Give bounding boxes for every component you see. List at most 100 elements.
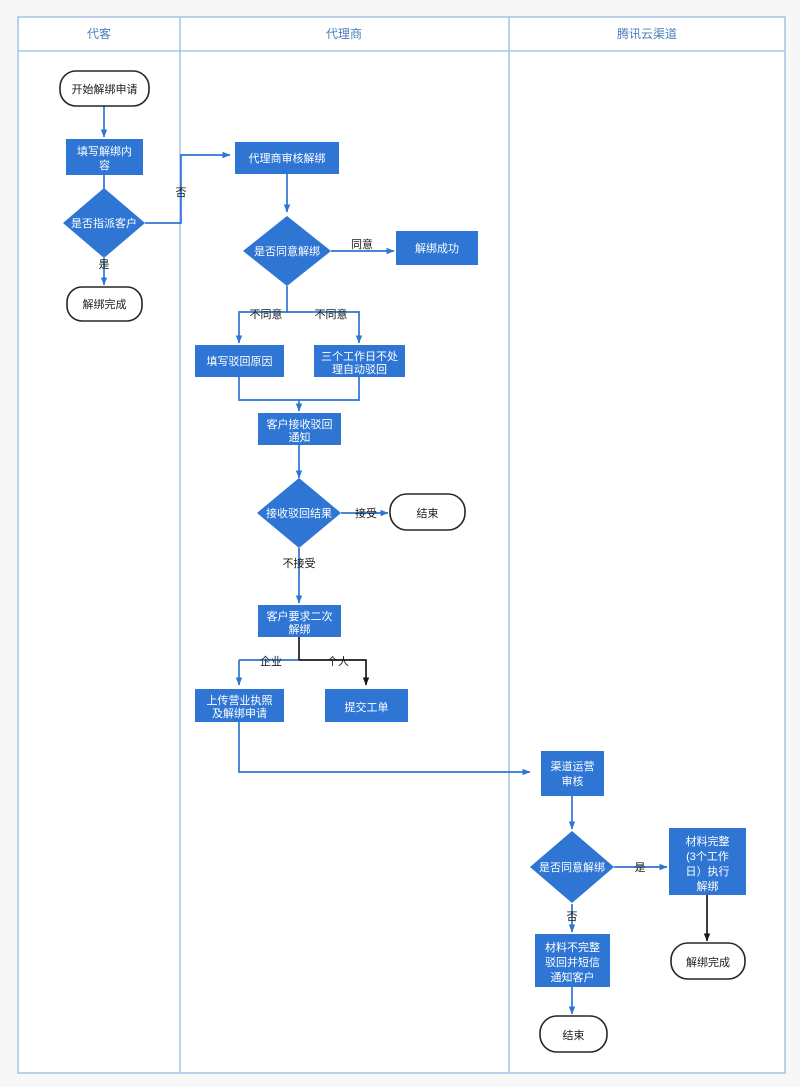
terminator-shape bbox=[389, 493, 466, 531]
node-n8-fill-rejection-reason[interactable]: 填写驳回原因 bbox=[195, 345, 284, 377]
node-n1-start[interactable]: 开始解绑申请 bbox=[59, 70, 150, 107]
node-n6-label: 是否同意解绑 bbox=[254, 244, 320, 258]
terminator-shape bbox=[670, 942, 746, 980]
node-n2-fill-unbind-content[interactable]: 填写解绑内 容 bbox=[66, 139, 143, 175]
edges-lane-channel bbox=[568, 796, 668, 1015]
node-n7-unbind-success[interactable]: 解绑成功 bbox=[396, 231, 478, 265]
edges-lane-agent-dark bbox=[298, 637, 370, 686]
node-n14-label-line1: 上传营业执照 bbox=[207, 693, 273, 707]
node-n5-label: 代理商审核解绑 bbox=[249, 151, 326, 165]
node-n19-label-line1: 材料不完整 bbox=[545, 940, 600, 954]
edge-n3-n5-no bbox=[145, 151, 231, 224]
edge-label-shi: 是 bbox=[99, 258, 110, 271]
node-n13-customer-request-second-unbind[interactable]: 客户要求二次 解绑 bbox=[258, 605, 341, 637]
edge-n14-n16 bbox=[238, 722, 531, 776]
terminator-shape bbox=[66, 286, 143, 322]
node-n15-submit-ticket[interactable]: 提交工单 bbox=[325, 689, 408, 722]
process-shape bbox=[314, 345, 405, 377]
node-n19-label-line3: 通知客户 bbox=[551, 970, 595, 984]
node-n10-label-line1: 客户接收驳回 bbox=[267, 417, 333, 431]
node-n14-label-line2: 及解绑申请 bbox=[212, 706, 267, 720]
process-shape bbox=[541, 751, 604, 796]
node-n3-decision-assign-customer[interactable]: 是否指派客户 bbox=[63, 188, 145, 258]
node-n8-label: 填写驳回原因 bbox=[207, 354, 273, 368]
node-n4-label: 解绑完成 bbox=[83, 297, 127, 311]
process-shape bbox=[669, 828, 746, 895]
node-n16-label-line1: 渠道运营 bbox=[551, 759, 595, 773]
process-shape bbox=[535, 934, 610, 987]
edge-label-butongyi-left: 不同意 bbox=[250, 307, 283, 321]
node-n4-unbind-complete[interactable]: 解绑完成 bbox=[66, 286, 143, 322]
node-n10-label-line2: 通知 bbox=[289, 430, 311, 444]
node-n21-end-channel[interactable]: 结束 bbox=[539, 1015, 608, 1053]
node-n11-label: 接收驳回结果 bbox=[266, 506, 332, 520]
lane-outer-border bbox=[17, 16, 786, 1074]
node-n9-label-line1: 三个工作日不处 bbox=[321, 350, 398, 363]
node-n18-materials-complete-execute[interactable]: 材料完整 (3个工作 日）执行 解绑 bbox=[669, 828, 746, 895]
node-n14-upload-license[interactable]: 上传营业执照 及解绑申请 bbox=[195, 689, 284, 722]
edge-label-tongyi: 同意 bbox=[351, 237, 373, 251]
node-n13-label-line2: 解绑 bbox=[289, 622, 311, 636]
node-n12-end[interactable]: 结束 bbox=[389, 493, 466, 531]
process-shape bbox=[325, 689, 408, 722]
edge-n6-n8-disagree bbox=[235, 286, 288, 344]
edge-n8-n10 bbox=[238, 377, 303, 412]
process-shape bbox=[258, 605, 341, 637]
node-n17-decision-agree-unbind-channel[interactable]: 是否同意解绑 bbox=[530, 831, 614, 903]
node-n7-label: 解绑成功 bbox=[415, 241, 459, 255]
node-n20-unbind-complete-channel[interactable]: 解绑完成 bbox=[670, 942, 746, 980]
node-n18-label-line1: 材料完整 bbox=[686, 834, 730, 848]
edge-n6-n9-disagree bbox=[287, 311, 363, 344]
node-n5-agent-review[interactable]: 代理商审核解绑 bbox=[235, 142, 339, 174]
lane-header-channel: 腾讯云渠道 bbox=[617, 26, 677, 41]
node-n16-label-line2: 审核 bbox=[562, 774, 584, 788]
edge-label-fou: 否 bbox=[176, 187, 187, 199]
node-n15-label: 提交工单 bbox=[345, 700, 389, 714]
node-n11-decision-rejection-result[interactable]: 接收驳回结果 bbox=[257, 478, 341, 548]
node-n10-customer-receive-rejection[interactable]: 客户接收驳回 通知 bbox=[258, 413, 341, 445]
node-n9-auto-reject-3days[interactable]: 三个工作日不处 理自动驳回 bbox=[314, 345, 405, 377]
node-n19-label-line2: 驳回并短信 bbox=[545, 955, 600, 969]
node-n9-label-line2: 理自动驳回 bbox=[332, 363, 387, 376]
decision-shape bbox=[530, 831, 614, 903]
node-n18-label-line2: (3个工作 bbox=[686, 850, 729, 863]
edge-n9-n10 bbox=[299, 377, 360, 401]
edge-n13-n15-personal bbox=[299, 659, 370, 686]
node-n1-label: 开始解绑申请 bbox=[72, 82, 138, 96]
decision-shape bbox=[243, 216, 331, 286]
node-n6-decision-agree-unbind[interactable]: 是否同意解绑 bbox=[243, 216, 331, 286]
node-n16-channel-operation-review[interactable]: 渠道运营 审核 bbox=[541, 751, 604, 796]
node-n19-materials-incomplete-reject[interactable]: 材料不完整 驳回并短信 通知客户 bbox=[535, 934, 610, 987]
decision-shape bbox=[257, 478, 341, 548]
decision-shape bbox=[63, 188, 145, 258]
edge-label-fou2: 否 bbox=[567, 911, 578, 923]
edge-label-butongyi-right: 不同意 bbox=[315, 307, 348, 321]
lane-header-customer: 代客 bbox=[87, 26, 111, 41]
process-shape bbox=[195, 345, 284, 377]
process-shape bbox=[195, 689, 284, 722]
process-shape bbox=[66, 139, 143, 175]
node-n21-label: 结束 bbox=[563, 1029, 585, 1042]
node-n17-label: 是否同意解绑 bbox=[539, 860, 605, 874]
lane-header-agent: 代理商 bbox=[326, 26, 362, 41]
edges-lane-agent bbox=[235, 174, 531, 776]
edge-label-bujieshou: 不接受 bbox=[283, 557, 316, 570]
node-n2-label-line1: 填写解绑内 bbox=[77, 144, 132, 158]
node-n2-label-line2: 容 bbox=[99, 158, 110, 172]
process-shape bbox=[235, 142, 339, 174]
process-shape bbox=[396, 231, 478, 265]
node-n18-label-line4: 解绑 bbox=[697, 879, 719, 893]
node-n12-label: 结束 bbox=[417, 507, 439, 520]
node-n20-label: 解绑完成 bbox=[686, 955, 730, 969]
node-n3-label: 是否指派客户 bbox=[71, 216, 137, 230]
terminator-shape bbox=[539, 1015, 608, 1053]
edge-label-jieshou: 接受 bbox=[355, 507, 377, 520]
edge-label-geren: 个人 bbox=[327, 655, 349, 668]
edge-label-qiye: 企业 bbox=[260, 654, 282, 668]
node-n13-label-line1: 客户要求二次 bbox=[267, 609, 333, 623]
terminator-shape bbox=[59, 70, 150, 107]
edge-label-shi2: 是 bbox=[635, 861, 646, 874]
swimlane-frame: 代客 代理商 腾讯云渠道 bbox=[17, 16, 786, 1074]
